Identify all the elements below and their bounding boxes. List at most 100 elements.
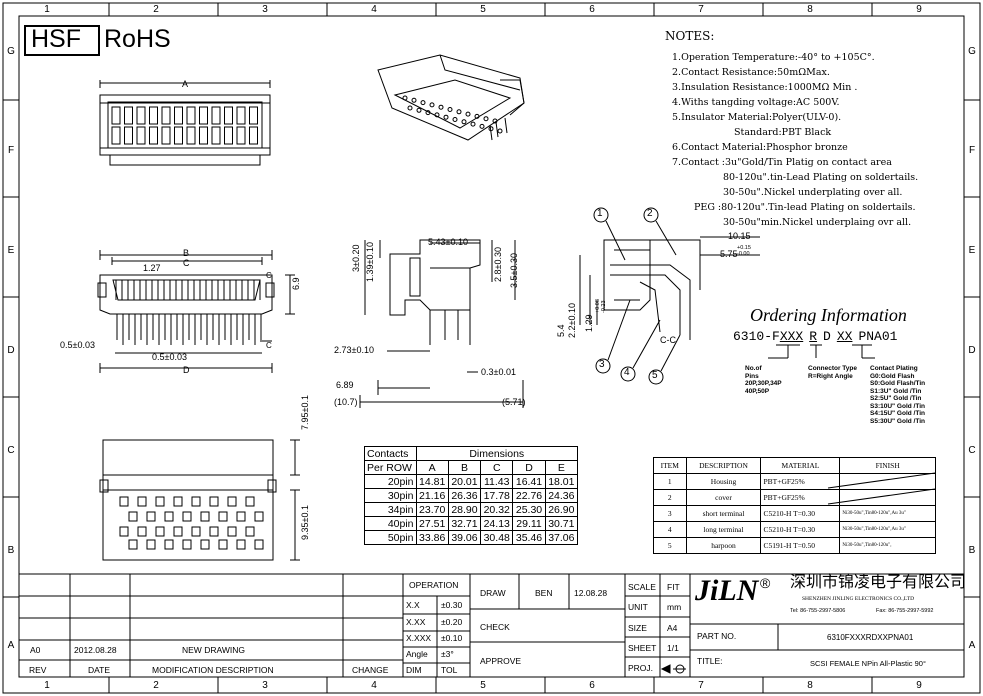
ordering-legend-line: S5:30U" Gold /Tin <box>870 417 925 425</box>
zone-right-F: F <box>968 145 976 156</box>
zone-left-D: D <box>7 345 15 356</box>
dim-cell: 11.43 <box>480 474 514 489</box>
callout-2: 2 <box>647 208 653 219</box>
section-mark-c-bottom: C <box>266 341 272 350</box>
topview-contact <box>249 126 258 145</box>
rev-value: A0 <box>30 645 41 655</box>
bottomview-pad <box>182 511 192 522</box>
drawer-name: BEN <box>535 588 553 598</box>
tol-value: ±3° <box>441 649 454 659</box>
iso-contact <box>479 123 485 129</box>
ordering-code-part: XXX <box>779 329 804 344</box>
ordering-legend-line: S2:5U" Gold /Tin <box>870 395 922 402</box>
iso-contact <box>483 116 489 122</box>
iso-contact <box>456 109 462 115</box>
ordering-code-part: 6310-F <box>733 329 780 344</box>
dim-cell: 20.01 <box>447 474 482 489</box>
tol-value: ±0.10 <box>441 633 463 643</box>
unit-value: mm <box>667 602 682 612</box>
iso-contact <box>402 95 408 101</box>
note-line: 1.Operation Temperature:-40° to +105C°. <box>672 52 875 63</box>
bom-desc: short terminal <box>685 505 762 522</box>
dim-col-header: E <box>544 460 579 475</box>
note-line: Standard:PBT Black <box>734 127 832 138</box>
dim-3-0-20: 3±0.20 <box>351 244 361 272</box>
topview-contact <box>211 126 221 145</box>
iso-contact <box>492 118 498 124</box>
zone-bottom-3: 3 <box>262 680 268 691</box>
dim-1-39: 1.39±0.10 <box>365 242 375 282</box>
hsf-badge <box>24 25 100 56</box>
dim-label-a: A <box>182 79 189 89</box>
topview-contact <box>149 106 158 125</box>
bottomview-pad <box>191 496 201 507</box>
dim-label-b: B <box>183 248 190 258</box>
zone-top-7: 7 <box>698 4 704 15</box>
zone-bottom-2: 2 <box>153 680 159 691</box>
company-tel: Tel: 86-755-2997-5806 <box>790 608 846 614</box>
topview-contact <box>186 106 196 125</box>
bottomview-pad <box>200 511 210 522</box>
bottomview-pad <box>236 539 246 550</box>
bom-header: ITEM <box>653 457 687 474</box>
callout-4: 4 <box>624 367 630 378</box>
dim-row-pins: 20pin <box>364 474 417 489</box>
dim-5-75-tol-upper: +0.15 <box>737 245 751 251</box>
bottomview-pad <box>209 496 219 507</box>
dim-cell: 17.78 <box>480 488 514 503</box>
topview-contact <box>111 126 121 145</box>
dim-7-95: 7.95±0.1 <box>300 395 310 430</box>
dim-cell: 30.71 <box>544 516 579 531</box>
rev-header: REV <box>29 665 47 675</box>
ordering-code-part: XX <box>836 329 853 344</box>
ordering-pins-title: No.of <box>745 365 762 372</box>
bottomview-pad <box>218 539 228 550</box>
note-line: 80-120u".tin-Lead Plating on soldertails… <box>723 172 919 183</box>
bottomview-pad <box>173 496 183 507</box>
bottomview-pad <box>119 496 129 507</box>
bom-item: 5 <box>653 537 687 554</box>
projection-symbol <box>660 664 686 674</box>
note-line: 2.Contact Resistance:50mΩMax. <box>672 67 830 78</box>
section-mark-c-top: C <box>266 271 272 280</box>
iso-contact <box>470 121 476 127</box>
inner-border <box>18 15 965 678</box>
bottomview-pad <box>164 539 174 550</box>
dim-cell: 14.81 <box>415 474 449 489</box>
iso-contact <box>407 105 413 111</box>
zone-right-A: A <box>968 640 976 651</box>
zone-top-2: 2 <box>153 4 159 15</box>
topview-contact <box>174 106 183 125</box>
dim-cell: 18.01 <box>544 474 579 489</box>
title-block-grid <box>19 573 964 677</box>
bom-mat: PBT+GF25% <box>760 473 841 490</box>
dim-3-5: 3.5±0.30 <box>509 253 519 288</box>
ordering-legend-line: R=Right Angle <box>808 372 853 380</box>
bottomview-pad <box>128 511 138 522</box>
zone-bottom-1: 1 <box>44 680 50 691</box>
topview-contact <box>149 126 158 145</box>
ordering-legend-line: S4:15U" Gold /Tin <box>870 410 925 417</box>
ordering-legend-line: 40P,50P <box>745 387 770 395</box>
tol-value: ±0.20 <box>441 617 463 627</box>
bottomview-pad <box>227 496 237 507</box>
tol-key: Angle <box>406 649 428 659</box>
registered-mark: ® <box>760 575 771 591</box>
ordering-title: Ordering Information <box>750 305 907 325</box>
bom-desc: long terminal <box>685 521 762 538</box>
zone-top-6: 6 <box>589 4 595 15</box>
iso-contact <box>420 100 426 106</box>
dim-5-71: (5.71) <box>502 397 526 407</box>
dim-10-15: 10.15 <box>728 231 751 241</box>
dim-cell: 25.30 <box>512 502 546 517</box>
hsf-badge-label: HSF <box>31 25 81 53</box>
topview-contact <box>199 106 208 125</box>
dim-cell: 16.41 <box>512 474 546 489</box>
ordering-leaders <box>768 344 875 359</box>
